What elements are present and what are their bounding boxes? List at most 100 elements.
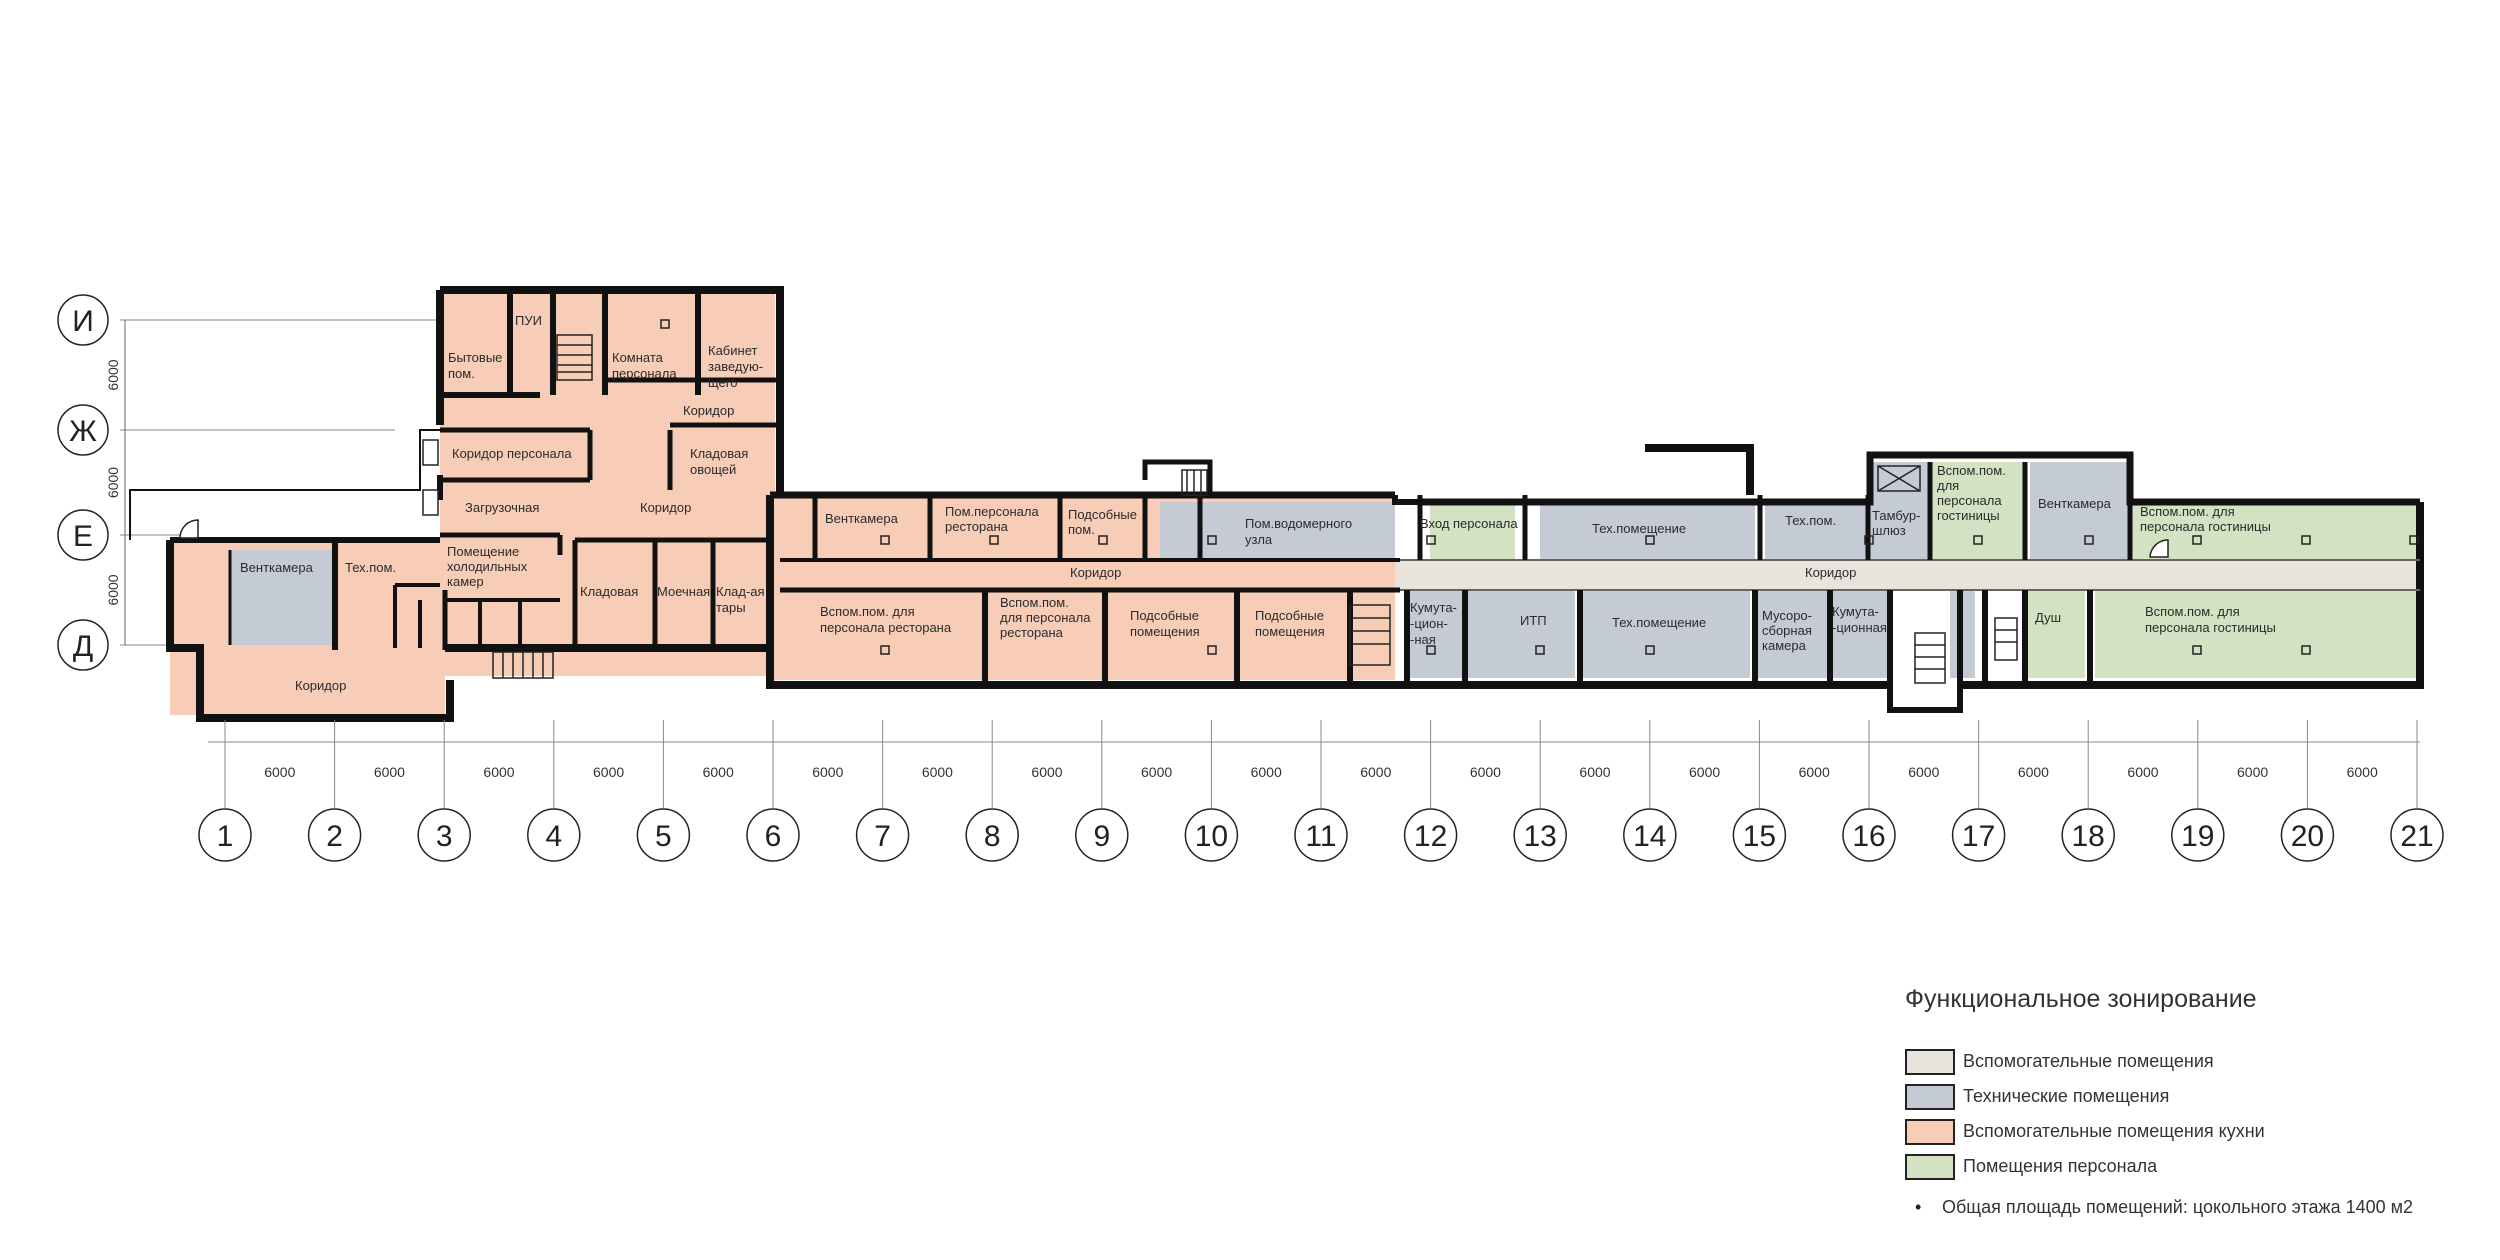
room-tambur: Тамбур-шлюз bbox=[1872, 508, 1920, 538]
column-axis-circle bbox=[1951, 808, 2006, 862]
room-tekh-pom-top: Тех.помещение bbox=[1592, 521, 1686, 536]
column-dimension: 6000 bbox=[1031, 764, 1062, 780]
column-dimension: 6000 bbox=[812, 764, 843, 780]
room-dush: Душ bbox=[2035, 610, 2061, 625]
legend-item: Вспомогательные помещения bbox=[1905, 1044, 2465, 1079]
column-axis-label: 3 bbox=[436, 820, 453, 853]
legend-item: Технические помещения bbox=[1905, 1079, 2465, 1114]
column-dimension: 6000 bbox=[1908, 764, 1939, 780]
note-text: Общая площадь помещений: цокольного этаж… bbox=[1942, 1197, 2414, 1217]
column-axis-label: 21 bbox=[2400, 820, 2433, 853]
column-dimension: 6000 bbox=[2127, 764, 2158, 780]
column-dimension: 6000 bbox=[2237, 764, 2268, 780]
column-axis-circle bbox=[1294, 808, 1348, 862]
room-ventkamera2: Венткамера bbox=[825, 511, 899, 526]
room-tekh-pom-bot: Тех.помещение bbox=[1612, 615, 1706, 630]
column-axis-circle bbox=[965, 808, 1019, 862]
legend-label: Вспомогательные помещения кухни bbox=[1963, 1121, 2265, 1141]
room-koridor-w: Коридор bbox=[1070, 565, 1121, 580]
room-tekh-pom2: Тех.пом. bbox=[1785, 513, 1836, 528]
legend-item: Вспомогательные помещения кухни bbox=[1905, 1114, 2465, 1149]
room-pui: ПУИ bbox=[515, 313, 542, 328]
column-axis-circle bbox=[855, 808, 910, 862]
row-dimension: 6000 bbox=[105, 359, 121, 390]
column-dimension: 6000 bbox=[593, 764, 624, 780]
room-ventkamera3: Венткамера bbox=[2038, 496, 2112, 511]
column-dimension: 6000 bbox=[1251, 764, 1282, 780]
column-axis-label: 4 bbox=[545, 820, 562, 853]
column-axis-circle bbox=[2280, 808, 2335, 862]
row-axis-circle bbox=[57, 404, 109, 456]
column-axis-label: 16 bbox=[1852, 820, 1885, 853]
row-axis-label: Е bbox=[73, 520, 93, 553]
column-axis-circle bbox=[1842, 808, 1896, 862]
stairs bbox=[492, 334, 2018, 684]
room-kommut2: Кумута--ционная bbox=[1832, 604, 1887, 635]
column-dimension: 6000 bbox=[703, 764, 734, 780]
column-axis-circle bbox=[1184, 808, 1239, 862]
column-dimension: 6000 bbox=[1470, 764, 1501, 780]
room-ventkamera1: Венткамера bbox=[240, 560, 314, 575]
room-koridor-top: Коридор bbox=[683, 403, 734, 418]
room-kladovaya: Кладовая bbox=[580, 584, 638, 599]
column-axis-label: 2 bbox=[326, 820, 343, 853]
row-axis-circle bbox=[57, 509, 109, 561]
column-axis-label: 14 bbox=[1633, 820, 1666, 853]
row-axis-label: Д bbox=[73, 630, 93, 663]
doors bbox=[179, 439, 2169, 558]
legend-label: Помещения персонала bbox=[1963, 1156, 2158, 1176]
row-axis-circle bbox=[57, 619, 109, 671]
room-vkhod-pers: Вход персонала bbox=[1420, 516, 1518, 531]
legend-title: Функциональное зонирование bbox=[1905, 985, 2257, 1013]
room-koridor-e: Коридор bbox=[1805, 565, 1856, 580]
column-axis-label: 17 bbox=[1962, 820, 1995, 853]
walls bbox=[129, 286, 2424, 722]
column-dimension: 6000 bbox=[1799, 764, 1830, 780]
legend: Функциональное зонирование Вспомогательн… bbox=[1905, 985, 2465, 1184]
room-moechnaya: Моечная bbox=[657, 584, 710, 599]
legend-item: Помещения персонала bbox=[1905, 1149, 2465, 1184]
room-kommut1: Кумута--цион--ная bbox=[1410, 600, 1457, 647]
column-axis-circle bbox=[2171, 808, 2225, 862]
legend-swatch bbox=[1905, 1118, 1955, 1145]
column-axis-circle bbox=[1075, 808, 1129, 862]
column-dimension: 6000 bbox=[264, 764, 295, 780]
column-dimension: 6000 bbox=[374, 764, 405, 780]
column-axis-label: 20 bbox=[2291, 820, 2324, 853]
column-axis-label: 19 bbox=[2181, 820, 2214, 853]
column-dimension: 6000 bbox=[483, 764, 514, 780]
column-axis-label: 12 bbox=[1414, 820, 1447, 853]
column-dimension: 6000 bbox=[1689, 764, 1720, 780]
column-axis-label: 6 bbox=[765, 820, 782, 853]
column-axis-label: 15 bbox=[1743, 820, 1776, 853]
room-koridor-mid: Коридор bbox=[640, 500, 691, 515]
column-axis-circle bbox=[2390, 808, 2444, 862]
column-axis-circle bbox=[527, 808, 581, 862]
column-axis-label: 18 bbox=[2072, 820, 2105, 853]
column-axis-circle bbox=[1513, 808, 1567, 862]
column-markers bbox=[660, 319, 2419, 655]
legend-swatch bbox=[1905, 1083, 1955, 1110]
legend-label: Вспомогательные помещения bbox=[1963, 1051, 2214, 1071]
row-axis-label: И bbox=[72, 305, 94, 338]
legend-swatch bbox=[1905, 1048, 1955, 1075]
legend-swatch bbox=[1905, 1153, 1955, 1180]
column-axis-label: 1 bbox=[217, 820, 234, 853]
room-tekh1: Тех.пом. bbox=[345, 560, 396, 575]
